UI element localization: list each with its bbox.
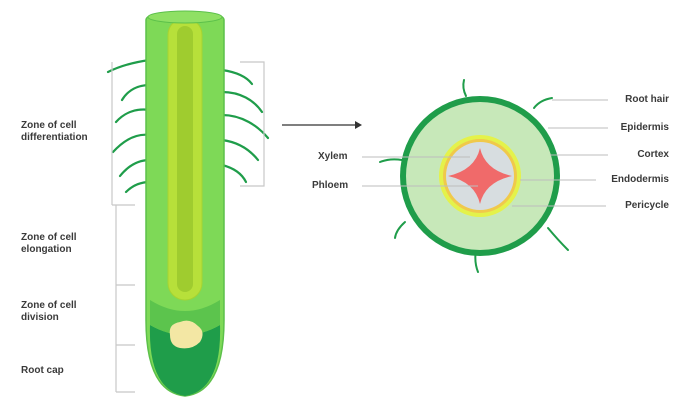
label-zone-differentiation: Zone of cell differentiation [21, 120, 111, 144]
label-root-hair: Root hair [625, 94, 669, 106]
root-longitudinal [108, 11, 268, 396]
root-cross-section [380, 80, 568, 272]
label-epidermis: Epidermis [621, 122, 669, 134]
label-cortex: Cortex [637, 149, 669, 161]
arrow [282, 121, 362, 129]
label-endodermis: Endodermis [611, 174, 669, 186]
root-hairs-left [108, 60, 150, 192]
label-zone-elongation: Zone of cell elongation [21, 232, 111, 256]
label-root-cap: Root cap [21, 365, 64, 377]
label-zone-division: Zone of cell division [21, 300, 111, 324]
label-xylem: Xylem [318, 151, 347, 163]
label-phloem: Phloem [312, 180, 348, 192]
root-hairs-right [222, 70, 268, 182]
label-pericycle: Pericycle [625, 200, 669, 212]
